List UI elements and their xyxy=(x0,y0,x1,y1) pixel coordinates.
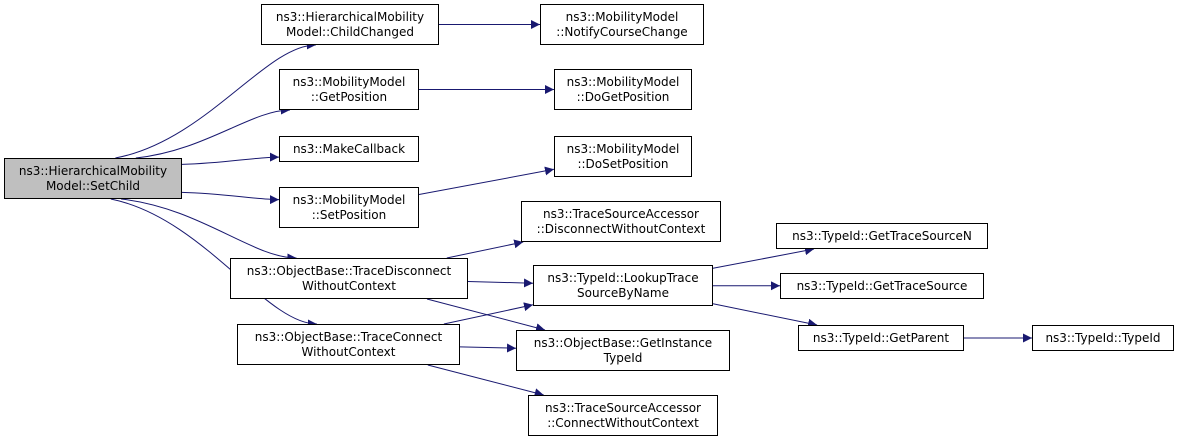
node-mobility-model-dogetposition[interactable]: ns3::MobilityModel ::DoGetPosition xyxy=(554,69,692,110)
node-typeid-gettracesourcen[interactable]: ns3::TypeId::GetTraceSourceN xyxy=(776,223,988,249)
node-label-line1: ns3::MobilityModel xyxy=(292,74,406,89)
node-mobility-model-getposition[interactable]: ns3::MobilityModel ::GetPosition xyxy=(279,69,419,110)
node-label-line1: ns3::MakeCallback xyxy=(292,141,406,156)
node-label-line1: ns3::TraceSourceAccessor xyxy=(545,400,701,415)
node-label-line2: Model::ChildChanged xyxy=(286,24,414,39)
edge-lookuptrace-to-gettracesourcen xyxy=(712,246,815,269)
edge-root-to-getposition xyxy=(135,105,291,159)
node-typeid-gettracesource[interactable]: ns3::TypeId::GetTraceSource xyxy=(780,273,984,299)
node-label-line1: ns3::HierarchicalMobility xyxy=(275,9,425,24)
node-label-line2: SourceByName xyxy=(577,285,669,300)
node-label-line2: ::SetPosition xyxy=(311,207,387,222)
node-label-line2: ::DoSetPosition xyxy=(577,156,669,171)
node-mobility-model-dosetposition[interactable]: ns3::MobilityModel ::DoSetPosition xyxy=(554,136,692,177)
node-label-line2: WithoutContext xyxy=(302,278,396,293)
node-hierarchical-mobility-model-setchild[interactable]: ns3::HierarchicalMobility Model::SetChil… xyxy=(4,158,182,199)
node-label-line2: ::DisconnectWithoutContext xyxy=(536,221,706,236)
node-object-base-tracedisconnectwithoutcontext[interactable]: ns3::ObjectBase::TraceDisconnect Without… xyxy=(230,258,468,299)
node-label-line1: ns3::ObjectBase::TraceConnect xyxy=(254,329,443,344)
edge-root-to-tracedisconnect xyxy=(121,198,297,263)
node-label-line2: TypeId xyxy=(603,350,643,365)
edge-traceconnect-to-connectwithoutcontext xyxy=(427,364,544,398)
node-label-line1: ns3::ObjectBase::TraceDisconnect xyxy=(246,263,452,278)
node-label-line1: ns3::TypeId::GetTraceSource xyxy=(796,278,968,293)
edge-traceconnect-to-lookuptrace xyxy=(443,302,534,325)
edge-tracedisconnect-to-disconnectwithoutcontext xyxy=(446,239,524,259)
node-object-base-traceconnectwithoutcontext[interactable]: ns3::ObjectBase::TraceConnect WithoutCon… xyxy=(237,324,460,365)
node-trace-source-accessor-disconnectwithoutcontext[interactable]: ns3::TraceSourceAccessor ::DisconnectWit… xyxy=(521,201,721,242)
node-label-line1: ns3::ObjectBase::GetInstance xyxy=(533,335,713,350)
node-label-line1: ns3::TypeId::GetTraceSourceN xyxy=(792,228,972,243)
node-makecallback[interactable]: ns3::MakeCallback xyxy=(279,136,419,162)
node-label-line2: ::NotifyCourseChange xyxy=(556,24,688,39)
node-label-line1: ns3::MobilityModel xyxy=(565,9,679,24)
node-label-line1: ns3::TypeId::TypeId xyxy=(1045,330,1161,345)
edge-tracedisconnect-to-lookuptrace xyxy=(467,278,534,288)
node-label-line2: ::DoGetPosition xyxy=(576,89,670,104)
edge-root-to-setposition xyxy=(181,191,280,205)
node-hierarchical-mobility-model-childchanged[interactable]: ns3::HierarchicalMobility Model::ChildCh… xyxy=(261,4,439,45)
node-typeid-typeid[interactable]: ns3::TypeId::TypeId xyxy=(1032,325,1174,351)
node-trace-source-accessor-connectwithoutcontext[interactable]: ns3::TraceSourceAccessor ::ConnectWithou… xyxy=(528,395,718,436)
node-mobility-model-setposition[interactable]: ns3::MobilityModel ::SetPosition xyxy=(279,187,419,228)
edge-traceconnect-to-getinstancetypeid xyxy=(459,343,517,353)
node-label-line2: ::ConnectWithoutContext xyxy=(547,415,699,430)
node-label-line1: ns3::TypeId::GetParent xyxy=(812,330,950,345)
node-typeid-getparent[interactable]: ns3::TypeId::GetParent xyxy=(798,325,964,351)
edge-lookuptrace-to-getparent xyxy=(712,303,818,328)
node-object-base-getinstancetypeid[interactable]: ns3::ObjectBase::GetInstance TypeId xyxy=(516,330,730,371)
edge-root-to-childchanged xyxy=(115,40,316,159)
node-typeid-lookuptracesourcebyname[interactable]: ns3::TypeId::LookupTrace SourceByName xyxy=(533,265,713,306)
edge-root-to-traceconnect xyxy=(110,198,317,329)
node-label-line1: ns3::TypeId::LookupTrace xyxy=(547,270,699,285)
node-label-line2: Model::SetChild xyxy=(45,178,141,193)
node-label-line1: ns3::MobilityModel xyxy=(566,141,680,156)
node-label-line2: WithoutContext xyxy=(301,344,396,359)
node-label-line2: ::GetPosition xyxy=(310,89,388,104)
node-label-line1: ns3::MobilityModel xyxy=(292,192,406,207)
node-label-line1: ns3::MobilityModel xyxy=(566,74,680,89)
edge-setposition-to-dosetposition xyxy=(418,166,555,195)
node-label-line1: ns3::HierarchicalMobility xyxy=(18,163,168,178)
node-label-line1: ns3::TraceSourceAccessor xyxy=(543,206,699,221)
node-mobility-model-notifycoursechange[interactable]: ns3::MobilityModel ::NotifyCourseChange xyxy=(540,4,704,45)
edge-root-to-makecallback xyxy=(181,152,280,165)
